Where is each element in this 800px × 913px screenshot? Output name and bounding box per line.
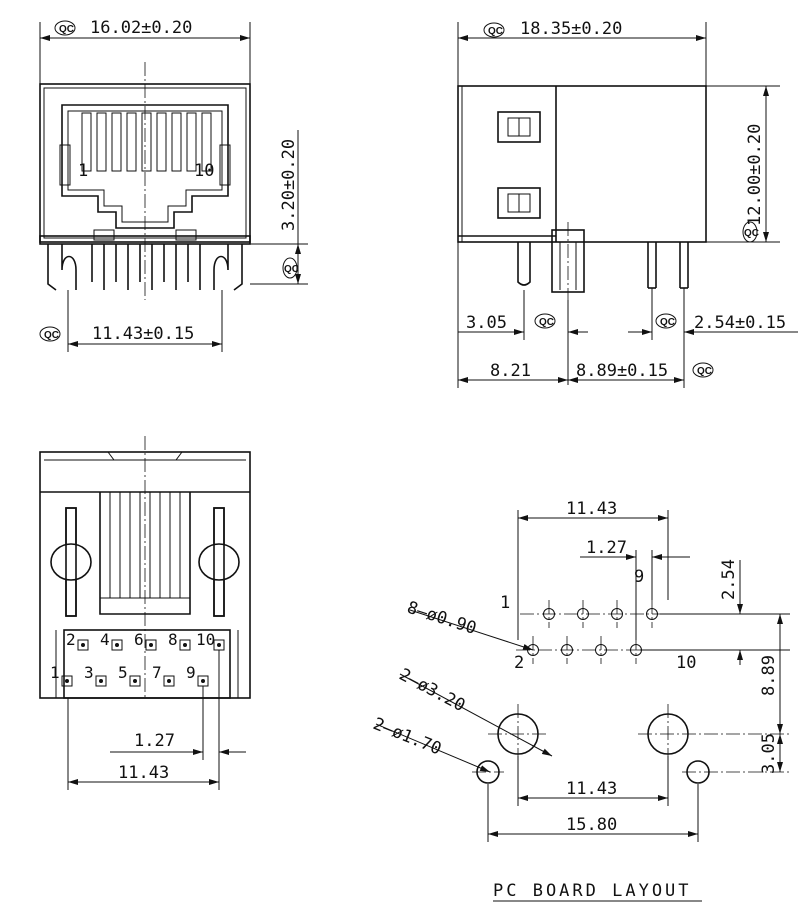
- bottom-pin-6: 6: [134, 630, 144, 649]
- svg-text:QC: QC: [744, 228, 759, 239]
- pcb-mid-hole-note: 2–ø1.70: [370, 714, 444, 759]
- front-pin-1-label: 1: [78, 161, 88, 181]
- svg-text:QC: QC: [44, 330, 59, 341]
- front-span-label: 11.43±0.15: [92, 324, 194, 344]
- bottom-span-label: 11.43: [118, 763, 169, 783]
- pcb-small-hole-note: 8–ø0.90: [404, 598, 478, 639]
- pcb-pin-2: 2: [514, 653, 524, 673]
- side-dim-8-89: 8.89±0.15: [576, 361, 668, 381]
- bottom-pin-1: 1: [50, 663, 60, 682]
- svg-text:QC: QC: [697, 366, 712, 377]
- pcb-pitch: 1.27: [586, 538, 627, 558]
- qc-badge: QC: [534, 313, 556, 329]
- front-view: QC 16.02±0.20 1 10: [39, 18, 308, 352]
- front-width-label: 16.02±0.20: [90, 18, 192, 38]
- svg-text:QC: QC: [284, 264, 299, 275]
- svg-text:QC: QC: [59, 24, 74, 35]
- bottom-pin-5: 5: [118, 663, 128, 682]
- bottom-pin-9: 9: [186, 663, 196, 682]
- bottom-pin-2: 2: [66, 630, 76, 649]
- qc-badge: QC: [692, 362, 714, 378]
- front-standoff-label: 3.20±0.20: [279, 139, 299, 231]
- pcb-row-to-big: 8.89: [759, 655, 779, 696]
- pcb-row-offset: 2.54: [719, 559, 739, 600]
- front-contacts: [81, 112, 212, 172]
- side-dim-3-05: 3.05: [466, 313, 507, 333]
- pcb-pin-1: 1: [500, 593, 510, 613]
- side-height-label: 12.00±0.20: [745, 124, 765, 226]
- svg-text:QC: QC: [539, 317, 554, 328]
- bottom-pin-4: 4: [100, 630, 110, 649]
- side-dim-2-54: 2.54±0.15: [694, 313, 786, 333]
- qc-badge: QC: [655, 313, 677, 329]
- pcb-big-to-mid: 3.05: [759, 733, 779, 774]
- pcb-span-big: 11.43: [566, 779, 617, 799]
- bottom-pin-3: 3: [84, 663, 94, 682]
- side-depth-label: 18.35±0.20: [520, 19, 622, 39]
- qc-badge: QC: [282, 257, 299, 279]
- pcb-layout: 11.43 1.27 1 9 2 10: [370, 499, 790, 902]
- qc-badge: QC: [54, 20, 76, 36]
- pcb-title: PC BOARD LAYOUT: [493, 881, 692, 901]
- qc-badge: QC: [742, 221, 759, 243]
- pcb-big-holes: [497, 713, 689, 755]
- pcb-small-holes: [527, 608, 658, 656]
- front-pin-10-label: 10: [194, 161, 214, 181]
- side-view: QC 18.35±0.20 12.00±0.20: [457, 19, 798, 388]
- qc-badge: QC: [483, 22, 505, 38]
- bottom-pin-10: 10: [196, 630, 215, 649]
- bottom-view: 2 4 6 8 10 1 3 5 7 9 1.27 11.43: [39, 436, 251, 790]
- front-pins: [47, 244, 243, 291]
- bottom-pin-7: 7: [152, 663, 162, 682]
- qc-badge: QC: [39, 326, 61, 342]
- pcb-pin-10: 10: [676, 653, 696, 673]
- pcb-pin-9: 9: [634, 567, 644, 587]
- pcb-span-outer: 15.80: [566, 815, 617, 835]
- bottom-pin-8: 8: [168, 630, 178, 649]
- side-dim-8-21: 8.21: [490, 361, 531, 381]
- pcb-span-top: 11.43: [566, 499, 617, 519]
- svg-text:QC: QC: [488, 26, 503, 37]
- svg-text:QC: QC: [660, 317, 675, 328]
- bottom-contacts: [109, 492, 181, 598]
- bottom-pitch-label: 1.27: [134, 731, 175, 751]
- pcb-big-hole-note: 2–ø3.20: [396, 665, 469, 716]
